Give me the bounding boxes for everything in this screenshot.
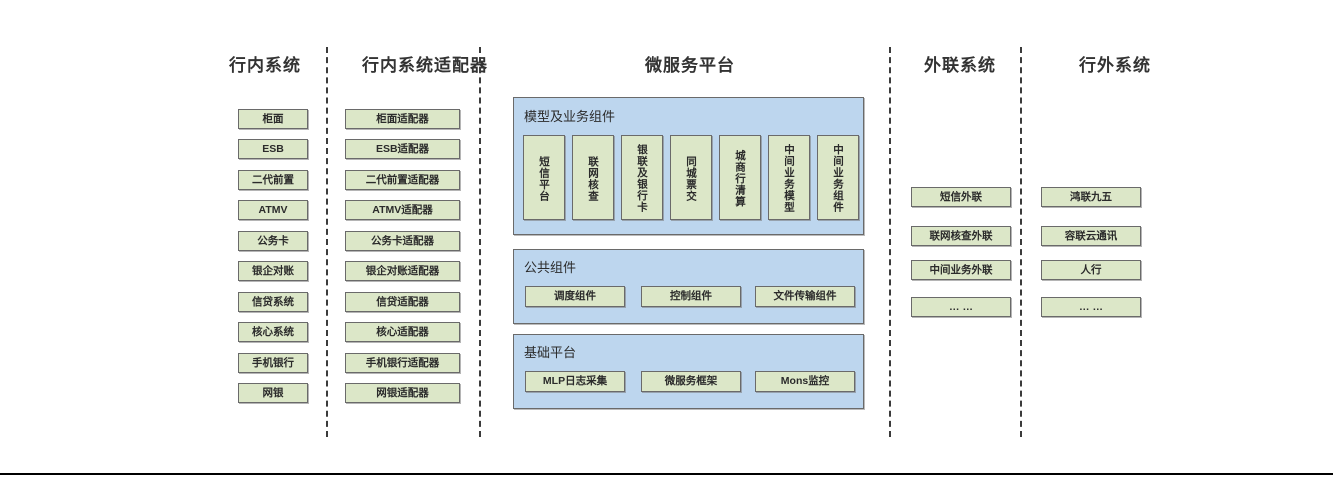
- divider-4: [1020, 47, 1022, 437]
- list-item[interactable]: 调度组件: [525, 286, 625, 307]
- list-item[interactable]: … …: [911, 297, 1011, 317]
- list-item[interactable]: 银企对账适配器: [345, 261, 460, 281]
- list-item[interactable]: 容联云通讯: [1041, 226, 1141, 246]
- list-item[interactable]: 公务卡适配器: [345, 231, 460, 251]
- list-item[interactable]: 控制组件: [641, 286, 741, 307]
- bottom-divider: [0, 473, 1333, 475]
- list-item[interactable]: 银企对账: [238, 261, 308, 281]
- list-item[interactable]: 公务卡: [238, 231, 308, 251]
- panel-title-model-business-components: 模型及业务组件: [524, 109, 616, 124]
- list-item[interactable]: 联网核查外联: [911, 226, 1011, 246]
- list-item[interactable]: ATMV: [238, 200, 308, 220]
- list-item[interactable]: ESB: [238, 139, 308, 159]
- panel-title-base-platform: 基础平台: [524, 345, 577, 360]
- list-item[interactable]: 人行: [1041, 260, 1141, 280]
- list-item[interactable]: 联网核查: [572, 135, 614, 220]
- list-item[interactable]: 城商行清算: [719, 135, 761, 220]
- list-item[interactable]: 鸿联九五: [1041, 187, 1141, 207]
- column-title-microservice-platform: 微服务平台: [645, 56, 735, 75]
- list-item[interactable]: 核心系统: [238, 322, 308, 342]
- list-item[interactable]: ATMV适配器: [345, 200, 460, 220]
- divider-3: [889, 47, 891, 437]
- list-item[interactable]: … …: [1041, 297, 1141, 317]
- list-item[interactable]: 短信外联: [911, 187, 1011, 207]
- list-item[interactable]: 二代前置: [238, 170, 308, 190]
- list-item[interactable]: 微服务框架: [641, 371, 741, 392]
- panel-title-public-components: 公共组件: [524, 260, 577, 275]
- list-item[interactable]: 短信平台: [523, 135, 565, 220]
- list-item[interactable]: 网银适配器: [345, 383, 460, 403]
- column-title-external-link-systems: 外联系统: [924, 56, 996, 75]
- list-item[interactable]: 中间业务组件: [817, 135, 859, 220]
- column-title-internal-systems: 行内系统: [229, 56, 301, 75]
- list-item[interactable]: 银联及银行卡: [621, 135, 663, 220]
- list-item[interactable]: 中间业务模型: [768, 135, 810, 220]
- list-item[interactable]: 文件传输组件: [755, 286, 855, 307]
- list-item[interactable]: MLP日志采集: [525, 371, 625, 392]
- list-item[interactable]: 二代前置适配器: [345, 170, 460, 190]
- list-item[interactable]: Mons监控: [755, 371, 855, 392]
- list-item[interactable]: 信贷适配器: [345, 292, 460, 312]
- divider-1: [326, 47, 328, 437]
- list-item[interactable]: 中间业务外联: [911, 260, 1011, 280]
- list-item[interactable]: 核心适配器: [345, 322, 460, 342]
- column-title-internal-system-adapters: 行内系统适配器: [362, 56, 488, 75]
- list-item[interactable]: 同城票交: [670, 135, 712, 220]
- list-item[interactable]: 手机银行适配器: [345, 353, 460, 373]
- list-item[interactable]: ESB适配器: [345, 139, 460, 159]
- list-item[interactable]: 信贷系统: [238, 292, 308, 312]
- list-item[interactable]: 网银: [238, 383, 308, 403]
- divider-2: [479, 47, 481, 437]
- list-item[interactable]: 手机银行: [238, 353, 308, 373]
- list-item[interactable]: 柜面: [238, 109, 308, 129]
- list-item[interactable]: 柜面适配器: [345, 109, 460, 129]
- column-title-outside-bank-systems: 行外系统: [1079, 56, 1151, 75]
